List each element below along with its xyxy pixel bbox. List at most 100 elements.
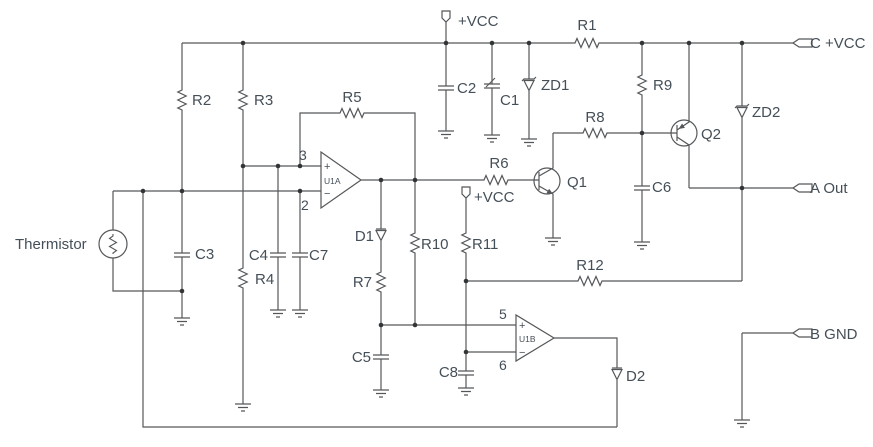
zd2-label: ZD2 — [752, 104, 780, 121]
transistor-q1-body — [533, 167, 561, 195]
r1-label: R1 — [577, 17, 596, 34]
zener-zd1 — [521, 76, 537, 92]
transistor-q1-emitter-arrow — [546, 188, 553, 194]
ground-symbol — [633, 241, 651, 250]
resistor-r1 — [570, 37, 604, 49]
labels: Thermistor +VCC +VCC C +VCC A Out B GND … — [15, 13, 866, 385]
u1b-pin5-label: 5 — [499, 306, 507, 322]
junction-dot — [179, 288, 185, 294]
u1b-plus-sign: + — [519, 320, 525, 332]
c4-label: C4 — [249, 247, 268, 264]
thermistor-label: Thermistor — [15, 236, 87, 253]
ground-symbol — [733, 419, 751, 428]
resistor-r8 — [578, 127, 612, 139]
vcc-mid-label: +VCC — [474, 189, 515, 206]
d1-label: D1 — [355, 228, 374, 245]
zener-zd2 — [734, 103, 750, 119]
r11-label: R11 — [472, 236, 498, 253]
r10-label: R10 — [421, 236, 449, 253]
resistor-r9 — [637, 71, 647, 99]
connector-c-vcc-label: C +VCC — [810, 35, 866, 52]
ground-symbol — [234, 403, 252, 412]
opamp-u1b-body — [515, 313, 556, 363]
wire-feedback-return — [142, 191, 617, 428]
junction-dot — [378, 322, 384, 328]
u1b-name: U1B — [519, 334, 536, 344]
capacitor-c6 — [633, 185, 651, 191]
junction-dot — [443, 40, 449, 46]
capacitor-c8 — [457, 370, 475, 376]
connector-b-gnd-label: B GND — [810, 326, 858, 343]
thermistor-symbol — [98, 229, 128, 259]
c2-label: C2 — [457, 80, 476, 97]
wire-q2-emitter — [676, 43, 690, 131]
d2-label: D2 — [626, 368, 645, 385]
r4-label: R4 — [255, 271, 274, 288]
r8-label: R8 — [585, 109, 604, 126]
resistor-r3 — [238, 86, 248, 114]
junction-dot — [739, 185, 745, 191]
vcc-symbol-top — [441, 10, 451, 23]
ground-symbol — [291, 309, 309, 318]
resistor-r10 — [410, 229, 420, 257]
vcc-top-label: +VCC — [458, 13, 499, 30]
c3-label: C3 — [195, 246, 214, 263]
ground-symbol — [269, 309, 287, 318]
opamp-u1a-body — [320, 150, 363, 210]
junction-dot — [275, 163, 281, 169]
junction-dot — [412, 322, 418, 328]
junction-dot — [639, 130, 645, 136]
junction-dot — [639, 40, 645, 46]
capacitor-c4 — [269, 252, 287, 258]
resistor-r12 — [573, 275, 607, 287]
junction-dot — [240, 40, 246, 46]
c8-label: C8 — [439, 364, 458, 381]
wire-b-gnd — [741, 332, 793, 420]
junctions — [140, 40, 745, 355]
symbols — [98, 10, 813, 428]
junction-dot — [412, 177, 418, 183]
junction-dot — [297, 188, 303, 194]
diode-d1 — [375, 228, 387, 242]
capacitor-c2 — [437, 85, 455, 91]
capacitor-c5 — [372, 354, 390, 360]
ground-symbol — [173, 317, 191, 326]
c7-label: C7 — [309, 247, 328, 264]
junction-dot — [463, 278, 469, 284]
r9-label: R9 — [653, 77, 672, 94]
resistor-r4 — [238, 264, 248, 292]
capacitor-c7 — [291, 252, 309, 258]
r3-label: R3 — [254, 92, 273, 109]
ground-symbol — [457, 387, 475, 396]
junction-dot — [739, 40, 745, 46]
transistor-q2-body — [670, 119, 698, 147]
r7-label: R7 — [353, 274, 372, 291]
ground-symbol — [520, 138, 538, 147]
u1a-minus-sign: − — [324, 188, 330, 200]
resistor-r6 — [479, 174, 513, 186]
c6-label: C6 — [652, 179, 671, 196]
capacitor-c1-polarity-mark — [485, 77, 496, 88]
junction-dot — [240, 163, 246, 169]
diode-d2 — [611, 367, 623, 381]
ground-symbol — [544, 237, 562, 246]
ground-symbol — [483, 134, 501, 143]
u1a-pin2-label: 2 — [301, 197, 309, 213]
connector-a-out-label: A Out — [810, 180, 848, 197]
q2-label: Q2 — [701, 126, 721, 143]
r2-label: R2 — [192, 92, 211, 109]
vcc-symbol-mid — [461, 186, 471, 199]
resistor-r5 — [335, 107, 369, 119]
resistor-r11 — [461, 229, 471, 257]
wire-r5-loop — [299, 112, 416, 180]
junction-dot — [526, 40, 532, 46]
junction-dot — [140, 188, 146, 194]
u1a-name: U1A — [324, 176, 341, 186]
wire-q1-collector — [538, 133, 554, 177]
u1b-pin6-label: 6 — [499, 357, 507, 373]
resistor-r2 — [177, 86, 187, 114]
c5-label: C5 — [352, 349, 371, 366]
junction-dot — [686, 40, 692, 46]
q1-label: Q1 — [567, 174, 587, 191]
